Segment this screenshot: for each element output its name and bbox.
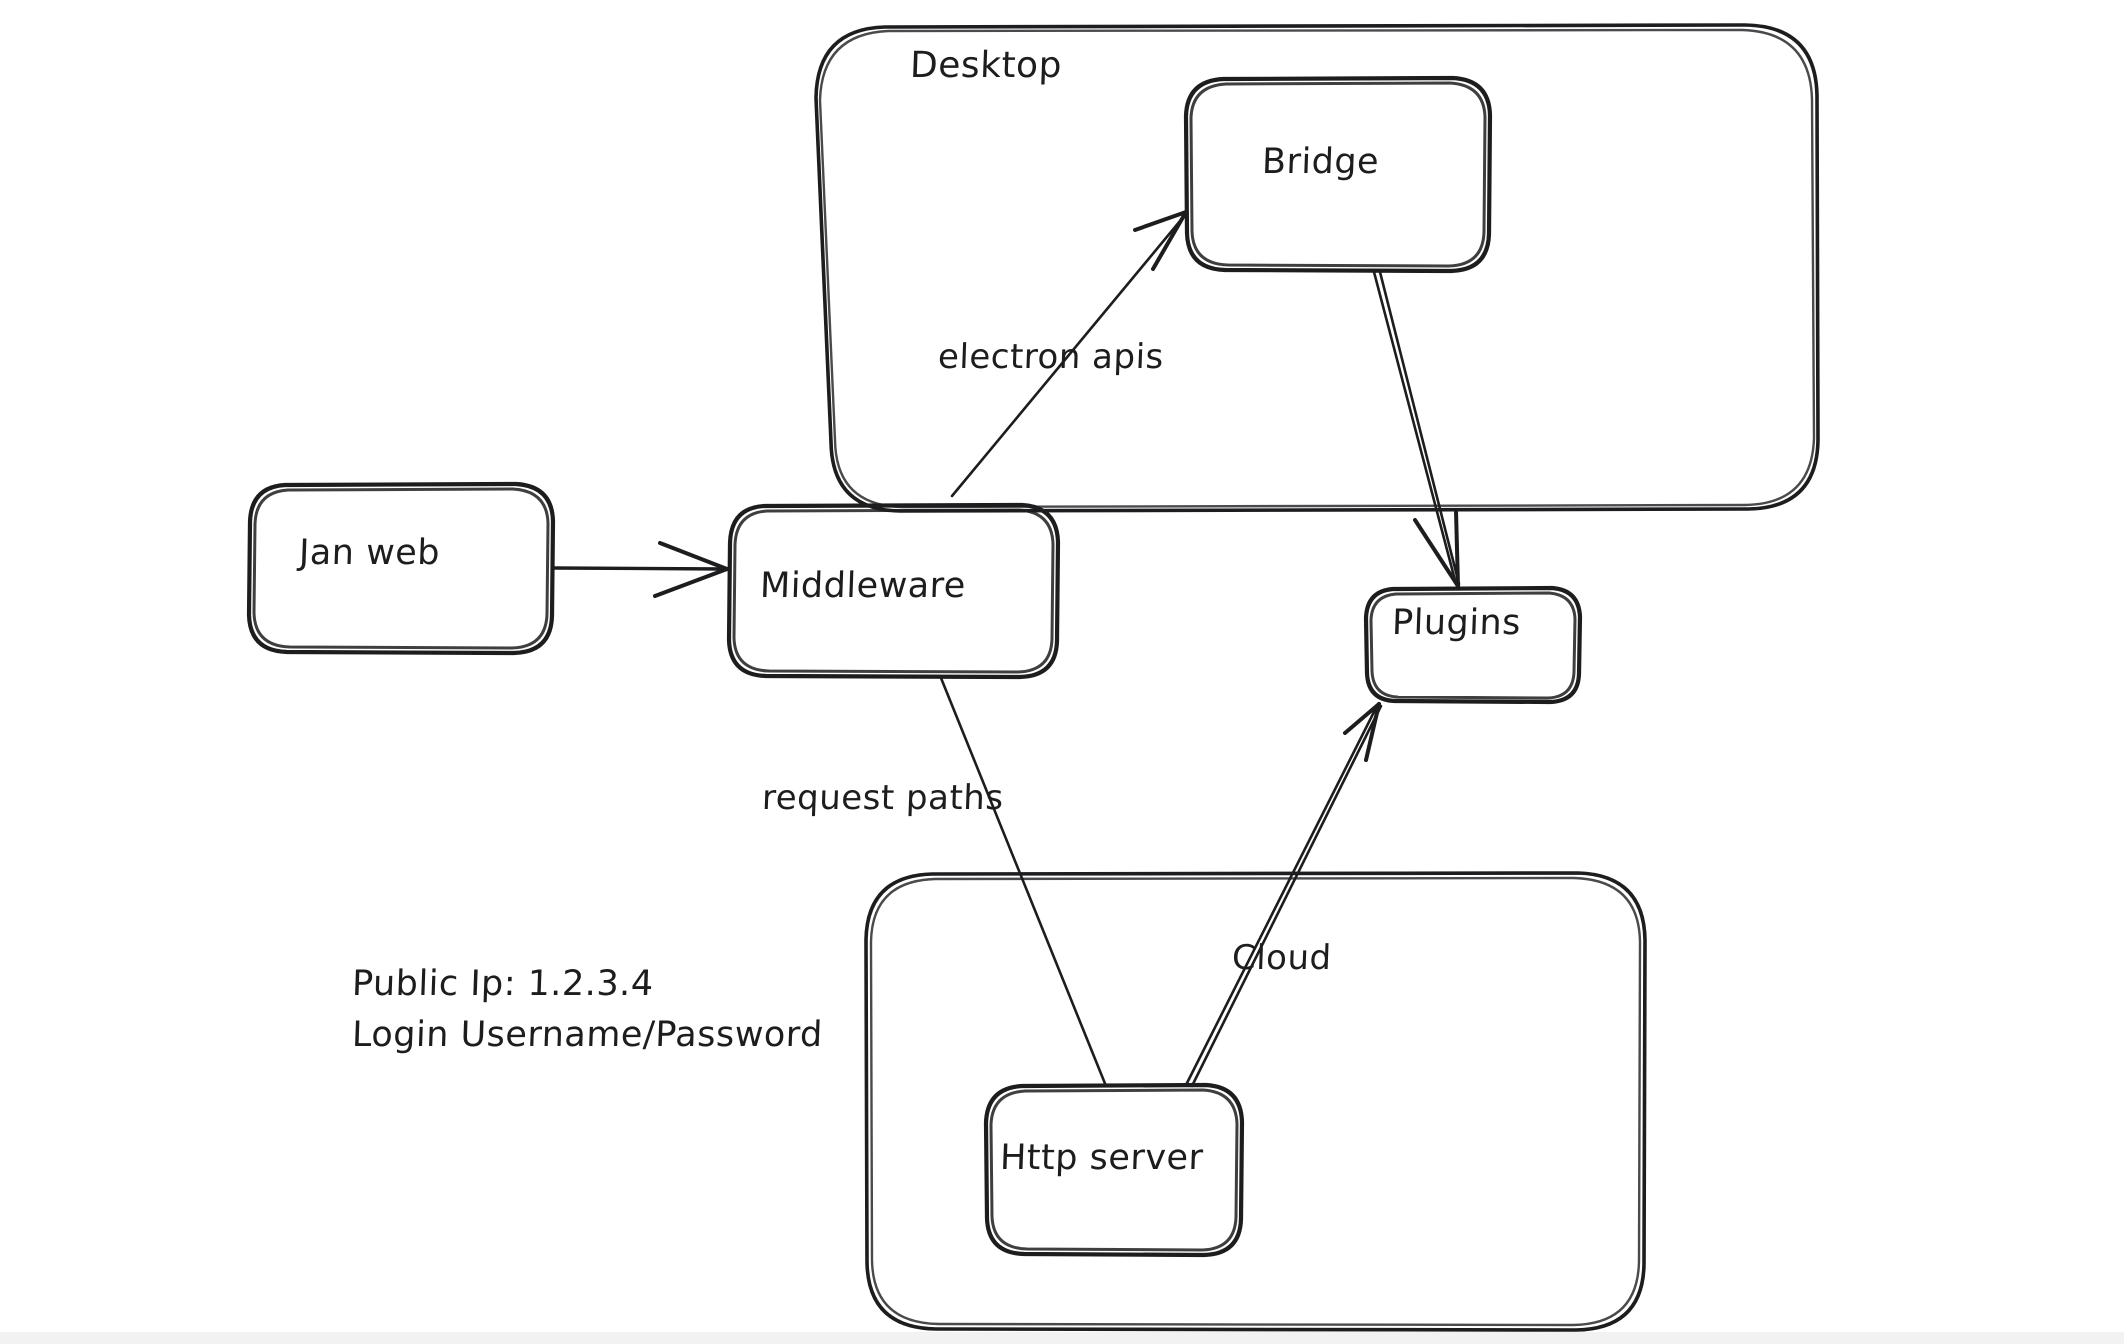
node-jan-web-shape	[246, 481, 556, 656]
node-label-plugins[interactable]: Plugins	[1391, 603, 1522, 643]
note-public-ip: Public Ip: 1.2.3.4	[351, 964, 655, 1004]
node-label-http-server[interactable]: Http server	[999, 1138, 1205, 1178]
container-desktop-shape	[814, 23, 1820, 513]
node-middleware-shape	[726, 502, 1061, 680]
container-label-desktop: Desktop	[909, 45, 1063, 86]
note-login-credentials: Login Username/Password	[351, 1015, 824, 1055]
edge-jan-web-to-middleware	[551, 541, 729, 598]
node-plugins-shape	[1363, 585, 1583, 705]
node-http-server-shape	[983, 1082, 1245, 1258]
edge-middleware-to-http-server	[939, 676, 1108, 1088]
edge-bridge-to-plugins	[1372, 270, 1461, 588]
edge-label-cloud: Cloud	[1231, 938, 1333, 978]
edge-middleware-to-bridge	[950, 210, 1188, 498]
canvas-bottom-strip	[0, 1332, 2124, 1344]
node-label-jan-web[interactable]: Jan web	[298, 533, 441, 573]
edge-label-request-paths: request paths	[761, 778, 1005, 818]
edge-http-server-to-plugins	[1184, 702, 1383, 1088]
container-cloud-shape	[864, 871, 1647, 1332]
node-bridge-shape	[1183, 75, 1493, 274]
node-label-middleware[interactable]: Middleware	[759, 566, 967, 606]
node-label-bridge[interactable]: Bridge	[1261, 142, 1380, 182]
edge-label-electron-apis: electron apis	[937, 337, 1165, 377]
